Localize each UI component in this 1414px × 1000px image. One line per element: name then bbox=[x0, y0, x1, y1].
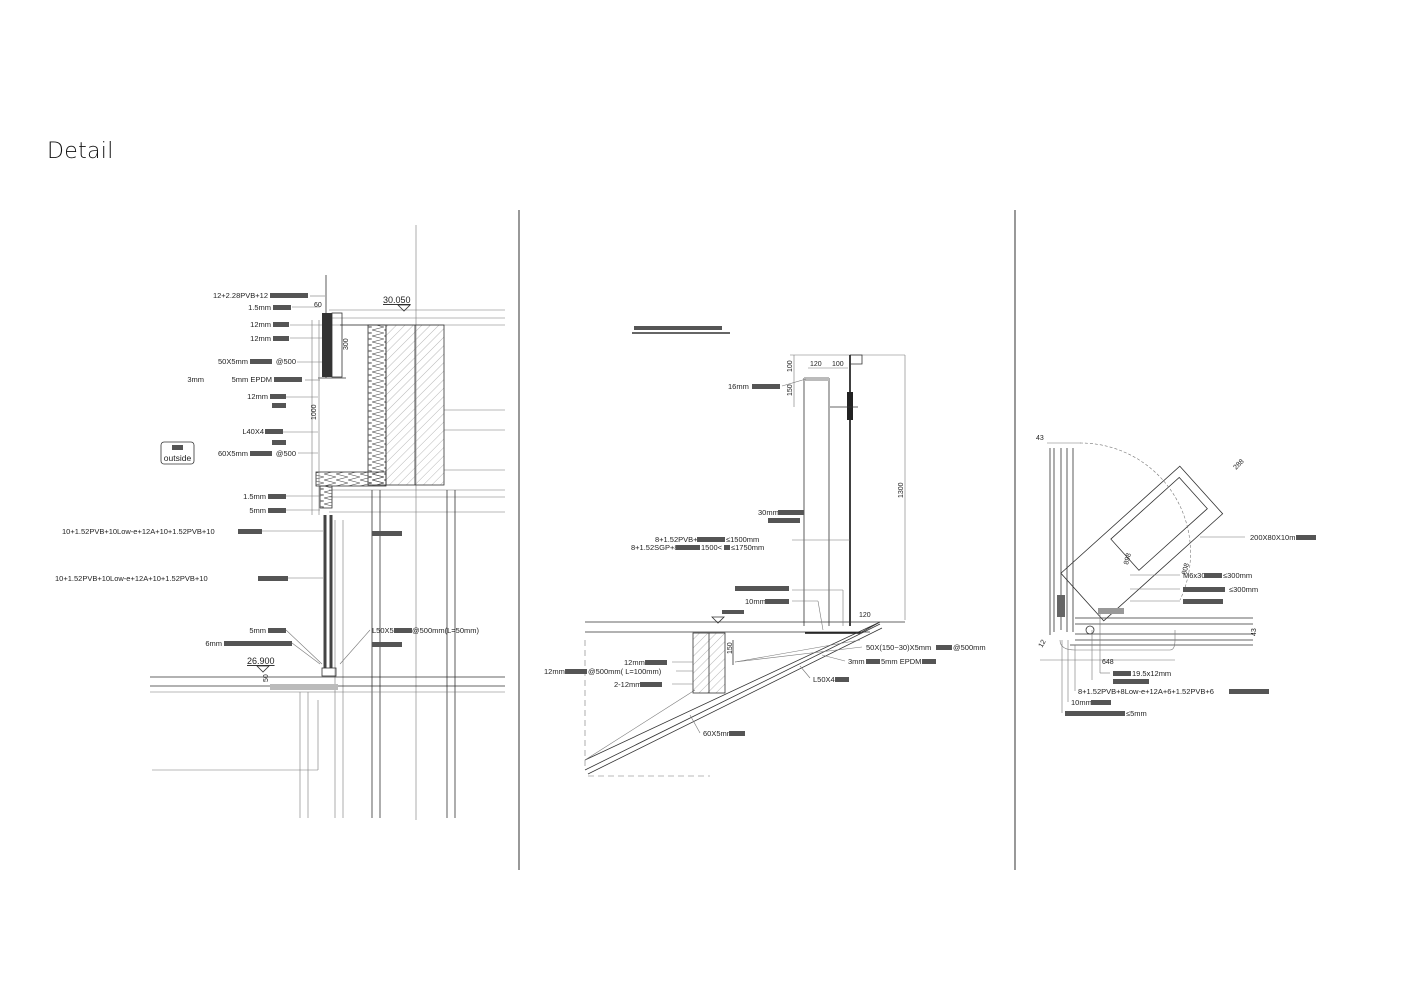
label-30mm-post: 30mm bbox=[758, 508, 779, 517]
label-sgp-glass: 8+1.52SGP+8 bbox=[631, 543, 679, 552]
label-suffix: @500 bbox=[276, 357, 296, 366]
label-6mm-plate: 6mm bbox=[205, 639, 222, 648]
dimension-150-bottom: 150 bbox=[727, 642, 734, 654]
dimension-60: 60 bbox=[314, 302, 322, 309]
level-marker-bottom: 26.900 bbox=[247, 656, 275, 666]
level-marker-top: 30.050 bbox=[383, 295, 411, 305]
page-title: Detail bbox=[47, 139, 114, 164]
dimension-300: 300 bbox=[343, 338, 350, 350]
dimension-100-v: 100 bbox=[787, 360, 794, 372]
label-12mm-board: 12mm bbox=[250, 334, 271, 343]
label-gap: ≤5mm bbox=[1126, 709, 1147, 718]
label-12mm-plate: 12mm bbox=[624, 658, 645, 667]
middle-canopy-railing-detail: 16mm 30mm 8+1.52PVB+8 ≤1500mm 8+1.52SGP+… bbox=[544, 326, 986, 777]
dimension-50: 50 bbox=[263, 674, 270, 682]
label-sgp-limit: ≤1750mm bbox=[731, 543, 764, 552]
label-60x5mm: 60X5mm bbox=[218, 449, 248, 458]
dimension-898: 898 bbox=[1123, 552, 1133, 565]
label-l40x4: L40X4 bbox=[242, 427, 264, 436]
label-5mm-plate-bottom: 5mm bbox=[249, 626, 266, 635]
label-clamp-spacing: ≤300mm bbox=[1229, 585, 1258, 594]
right-corner-glass-detail: 200X80X10mm M6x30 ≤300mm ≤300mm 19.5x12m… bbox=[1036, 435, 1316, 718]
label-suffix: @500mm(L=50mm) bbox=[412, 626, 480, 635]
label-sgp-range-start: 1500< bbox=[701, 543, 723, 552]
dimension-1300: 1300 bbox=[898, 482, 905, 498]
dimension-12: 12 bbox=[1038, 639, 1048, 649]
label-epdm: 5mm EPDM bbox=[881, 657, 921, 666]
label-2-12mm: 2-12mm bbox=[614, 680, 642, 689]
label-insulated-glass-2: 10+1.52PVB+10Low-e+12A+10+1.52PVB+10 bbox=[55, 574, 208, 583]
label-m6x30-bolt: M6x30 bbox=[1183, 571, 1206, 580]
label-suffix: 5mm EPDM bbox=[232, 375, 272, 384]
label-insulated-glass: 8+1.52PVB+8Low-e+12A+6+1.52PVB+6 bbox=[1078, 687, 1214, 696]
label-19.5x12mm: 19.5x12mm bbox=[1132, 669, 1171, 678]
label-tapered-tube: 50X(150~30)X5mm bbox=[866, 643, 931, 652]
dimension-120: 120 bbox=[810, 361, 822, 368]
label-12mm-bracket: 12mm bbox=[544, 667, 565, 676]
dimension-43-top: 43 bbox=[1036, 435, 1044, 442]
left-wall-section-detail: 12+2.28PVB+12 1.5mm 12mm 12mm 50X5mm @50… bbox=[55, 225, 505, 820]
dimension-120-bottom: 120 bbox=[859, 612, 871, 619]
label-tube-spacing: @500mm bbox=[953, 643, 986, 652]
label-1.5mm-plate: 1.5mm bbox=[243, 492, 266, 501]
label-l50x4: L50X4 bbox=[813, 675, 835, 684]
dimension-288: 288 bbox=[1232, 458, 1245, 471]
outside-badge: outside bbox=[160, 441, 195, 465]
label-200x80x10mm: 200X80X10mm bbox=[1250, 533, 1302, 542]
label-3mm-plate: 3mm bbox=[848, 657, 865, 666]
dimension-648: 648 bbox=[1102, 659, 1114, 666]
label-insulated-glass-1: 10+1.52PVB+10Low-e+12A+10+1.52PVB+10 bbox=[62, 527, 215, 536]
dimension-150: 150 bbox=[787, 384, 794, 396]
label-suffix: @500 bbox=[276, 449, 296, 458]
label-bolt-spacing: ≤300mm bbox=[1223, 571, 1252, 580]
dimension-100-h: 100 bbox=[832, 361, 844, 368]
dimension-808: 808 bbox=[1181, 562, 1191, 575]
label-3mm-plate: 3mm bbox=[187, 375, 204, 384]
label-60x5mm-tube: 60X5mm bbox=[703, 729, 733, 738]
dimension-43-right: 43 bbox=[1251, 628, 1258, 636]
label-10mm-plate: 10mm bbox=[1071, 698, 1092, 707]
label-16mm-handrail: 16mm bbox=[728, 382, 749, 391]
label-5mm-plate: 5mm bbox=[249, 506, 266, 515]
label-pvb-glass: 8+1.52PVB+8 bbox=[655, 535, 702, 544]
outside-label: outside bbox=[164, 453, 192, 463]
label-10mm-plate: 10mm bbox=[745, 597, 766, 606]
label-bracket-spacing: @500mm( L=100mm) bbox=[588, 667, 662, 676]
label-laminated-glass: 12+2.28PVB+12 bbox=[213, 291, 268, 300]
label-12mm-plate-2: 12mm bbox=[247, 392, 268, 401]
label-pvb-limit: ≤1500mm bbox=[726, 535, 759, 544]
dimension-1000: 1000 bbox=[311, 404, 318, 420]
label-l50x5: L50X5 bbox=[372, 626, 394, 635]
label-steel-plate: 1.5mm bbox=[248, 303, 271, 312]
label-12mm-plate: 12mm bbox=[250, 320, 271, 329]
label-50x5mm: 50X5mm bbox=[218, 357, 248, 366]
